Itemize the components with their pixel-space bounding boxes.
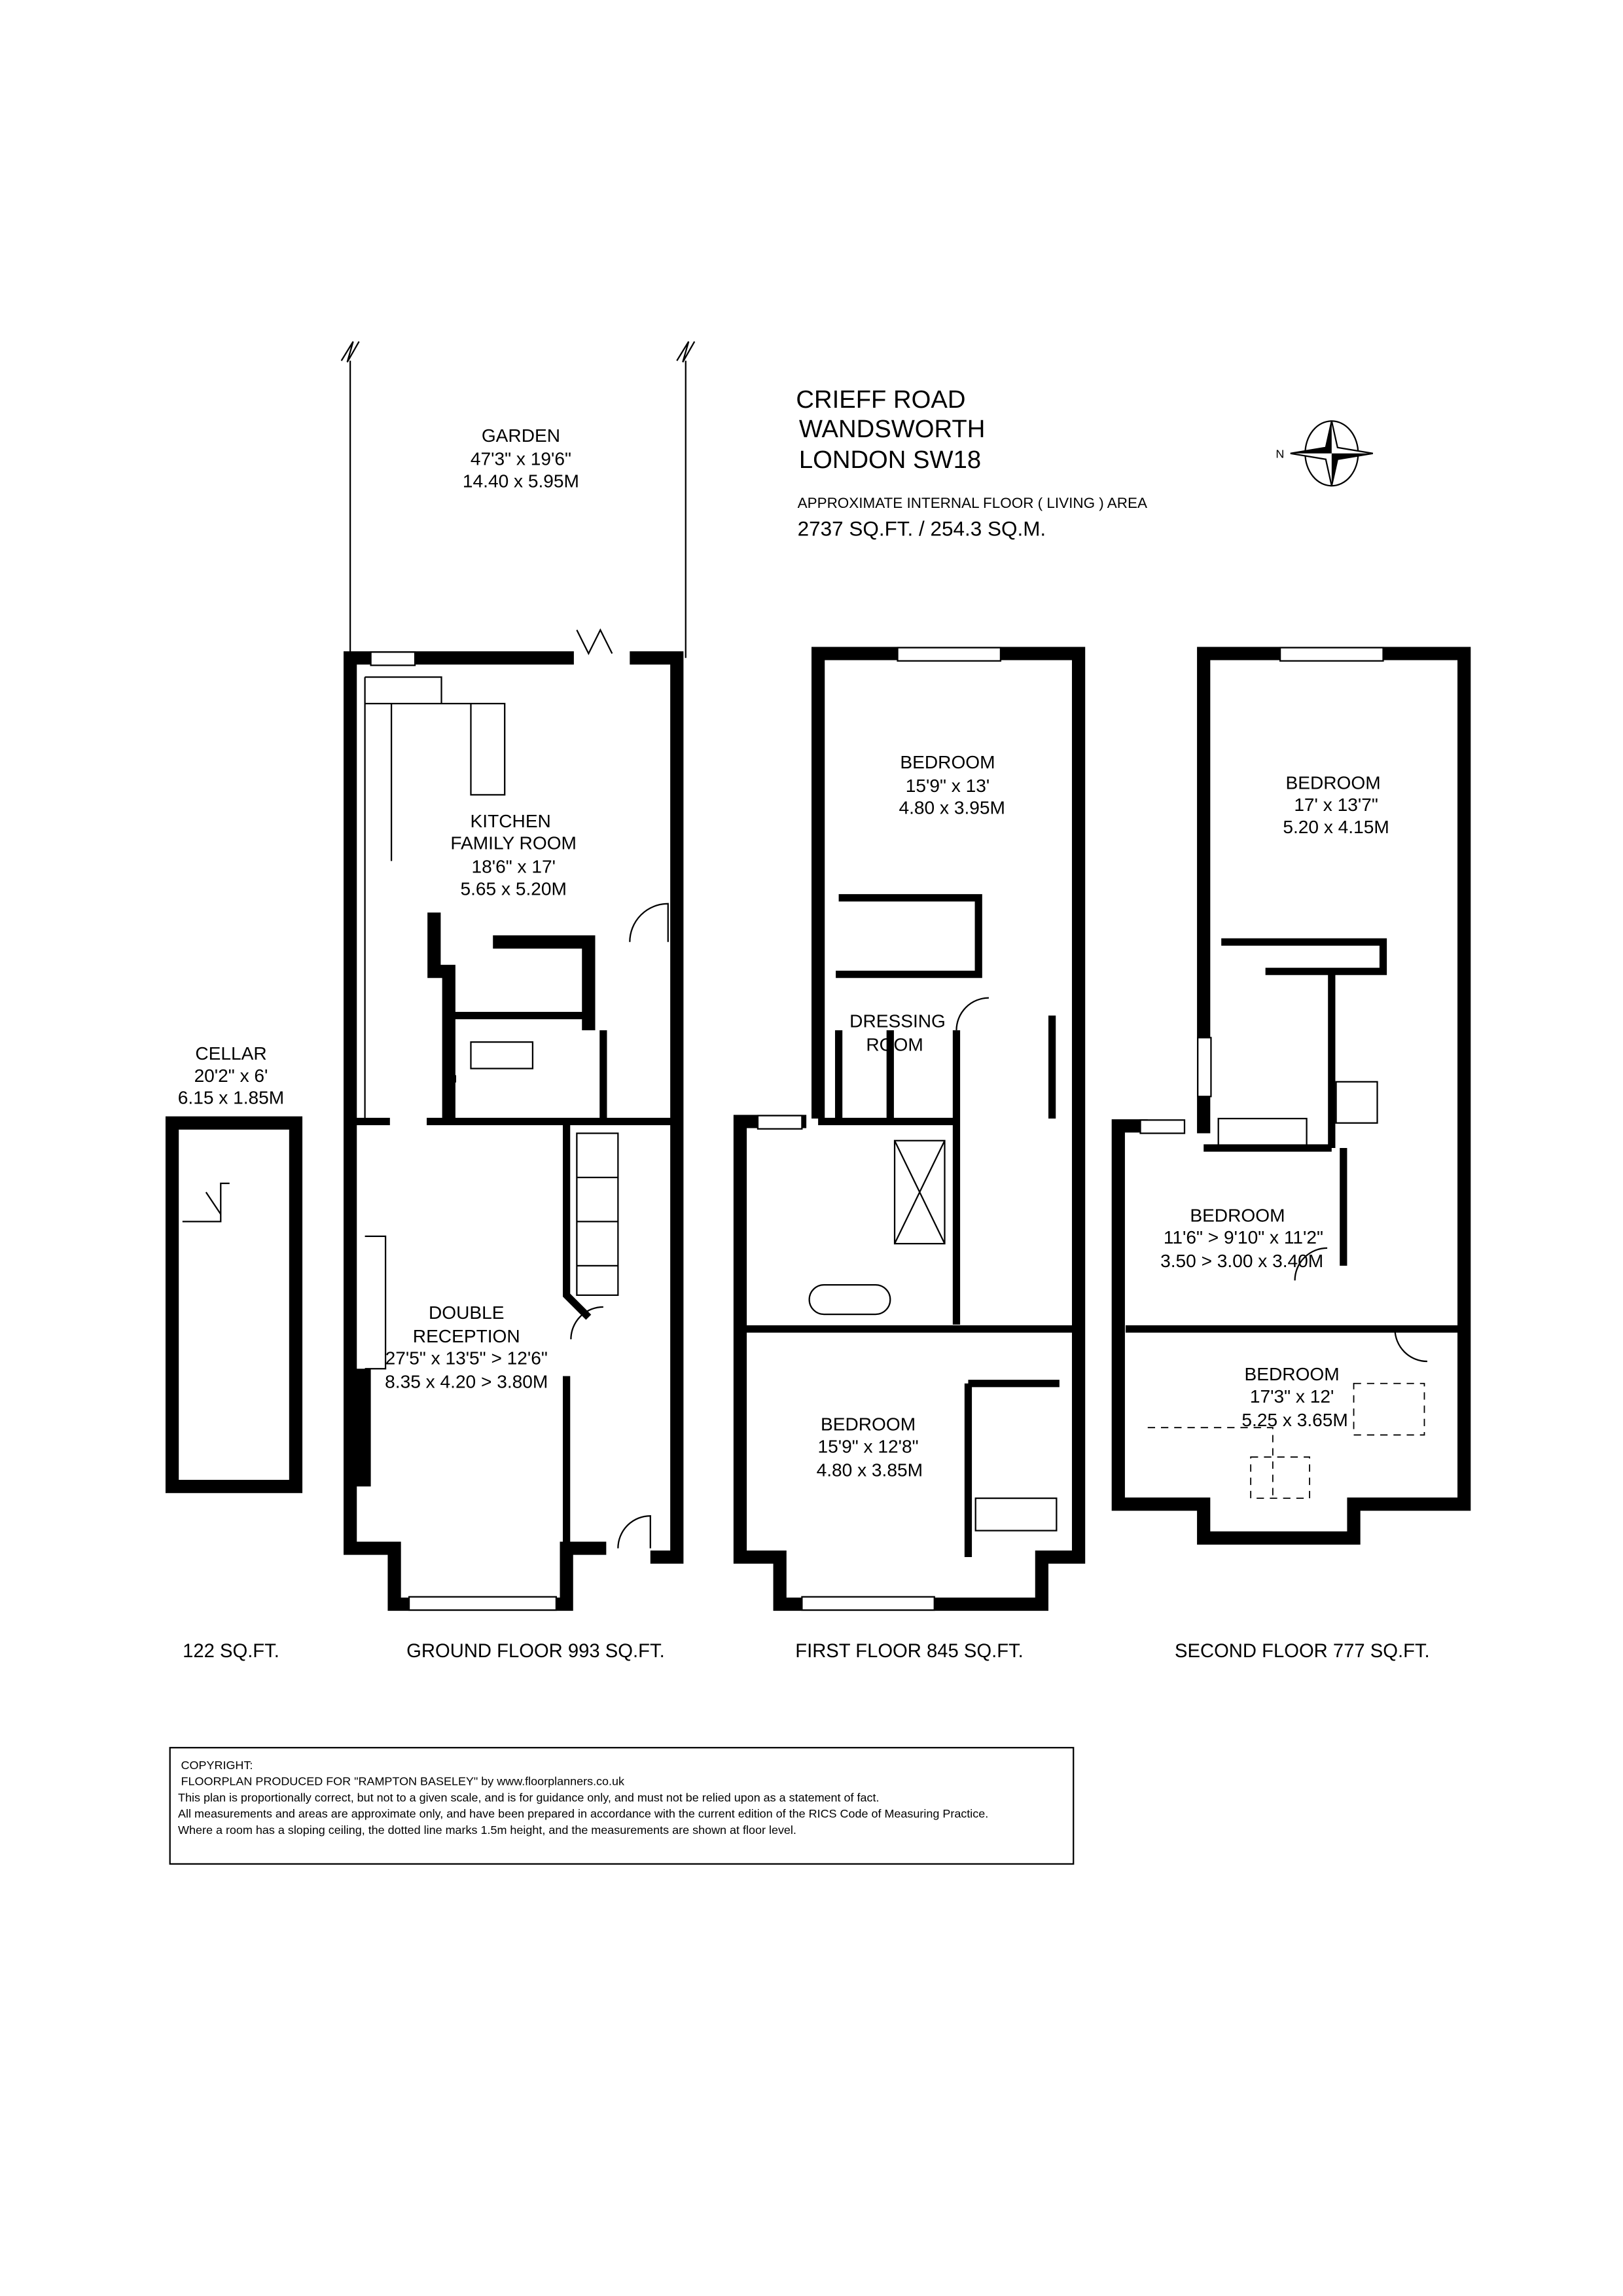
address-line: WANDSWORTH — [799, 415, 986, 443]
address-line: LONDON SW18 — [799, 446, 981, 474]
address-block: CRIEFF ROAD WANDSWORTH LONDON SW18 APPRO… — [796, 386, 1147, 541]
svg-text:20'2" x 6': 20'2" x 6' — [194, 1066, 268, 1086]
svg-text:CELLAR: CELLAR — [195, 1043, 266, 1064]
svg-text:BEDROOM: BEDROOM — [1190, 1205, 1285, 1225]
svg-text:17'3" x 12': 17'3" x 12' — [1250, 1386, 1334, 1407]
compass-rose-icon: N — [1275, 420, 1373, 487]
svg-text:15'9" x 12'8": 15'9" x 12'8" — [818, 1436, 919, 1456]
second-floor-plan — [1111, 647, 1471, 1545]
floor-label-second: SECOND FLOOR 777 SQ.FT. — [1175, 1641, 1430, 1662]
svg-text:GARDEN: GARDEN — [482, 425, 560, 446]
room-label-second-bedroom-rear: BEDROOM 17' x 13'7" 5.20 x 4.15M — [1283, 772, 1389, 836]
svg-text:5.65 x 5.20M: 5.65 x 5.20M — [460, 878, 566, 899]
room-label-dressing: DRESSING ROOM — [849, 1011, 946, 1055]
floor-label-cellar: 122 SQ.FT. — [183, 1641, 279, 1662]
copyright-heading: COPYRIGHT: — [181, 1759, 253, 1772]
room-label-reception: DOUBLE RECEPTION 27'5" x 13'5" > 12'6" 8… — [385, 1302, 548, 1392]
room-label-first-bedroom-front: BEDROOM 15'9" x 12'8" 4.80 x 3.85M — [817, 1414, 923, 1480]
ground-floor-plan — [344, 628, 684, 1611]
area-caption: APPROXIMATE INTERNAL FLOOR ( LIVING ) AR… — [798, 495, 1147, 511]
svg-text:DRESSING: DRESSING — [849, 1011, 946, 1031]
svg-text:11'6" > 9'10" x 11'2": 11'6" > 9'10" x 11'2" — [1164, 1227, 1323, 1247]
copyright-box: COPYRIGHT: FLOORPLAN PRODUCED FOR "RAMPT… — [169, 1747, 1075, 1865]
svg-text:8.35 x 4.20 > 3.80M: 8.35 x 4.20 > 3.80M — [385, 1371, 548, 1391]
svg-text:27'5" x 13'5" > 12'6": 27'5" x 13'5" > 12'6" — [385, 1348, 548, 1369]
garden-fences — [340, 341, 696, 658]
svg-text:47'3" x 19'6": 47'3" x 19'6" — [471, 449, 571, 469]
cellar-plan — [165, 1116, 303, 1494]
svg-text:BEDROOM: BEDROOM — [900, 752, 995, 772]
address-line: CRIEFF ROAD — [796, 386, 965, 414]
svg-text:KITCHEN: KITCHEN — [471, 811, 551, 831]
room-label-second-bedroom-front: BEDROOM 17'3" x 12' 5.25 x 3.65M — [1241, 1364, 1347, 1430]
copyright-line: FLOORPLAN PRODUCED FOR "RAMPTON BASELEY"… — [181, 1775, 625, 1788]
copyright-line: This plan is proportionally correct, but… — [178, 1791, 879, 1804]
copyright-line: All measurements and areas are approxima… — [178, 1807, 988, 1820]
svg-text:ROOM: ROOM — [866, 1035, 923, 1055]
svg-text:DOUBLE: DOUBLE — [429, 1302, 505, 1323]
svg-text:6.15 x 1.85M: 6.15 x 1.85M — [178, 1088, 284, 1108]
svg-text:RECEPTION: RECEPTION — [413, 1326, 520, 1346]
svg-text:4.80 x 3.85M: 4.80 x 3.85M — [817, 1460, 923, 1480]
copyright-line: Where a room has a sloping ceiling, the … — [178, 1823, 796, 1837]
svg-text:BEDROOM: BEDROOM — [1245, 1364, 1340, 1384]
room-label-kitchen: KITCHEN FAMILY ROOM 18'6" x 17' 5.65 x 5… — [450, 811, 577, 899]
svg-text:4.80 x 3.95M: 4.80 x 3.95M — [899, 798, 1005, 818]
svg-text:18'6" x 17': 18'6" x 17' — [471, 857, 555, 877]
svg-text:5.20 x 4.15M: 5.20 x 4.15M — [1283, 817, 1389, 837]
room-label-first-bedroom-rear: BEDROOM 15'9" x 13' 4.80 x 3.95M — [899, 752, 1005, 818]
svg-text:BEDROOM: BEDROOM — [821, 1414, 916, 1435]
floor-label-first: FIRST FLOOR 845 SQ.FT. — [795, 1641, 1024, 1662]
svg-text:3.50 > 3.00 x 3.40M: 3.50 > 3.00 x 3.40M — [1160, 1251, 1323, 1271]
room-label-garden: GARDEN 47'3" x 19'6" 14.40 x 5.95M — [463, 425, 579, 492]
svg-text:FAMILY ROOM: FAMILY ROOM — [450, 833, 577, 853]
svg-text:5.25 x 3.65M: 5.25 x 3.65M — [1241, 1410, 1347, 1430]
room-label-second-bedroom-mid: BEDROOM 11'6" > 9'10" x 11'2" 3.50 > 3.0… — [1160, 1205, 1323, 1271]
svg-text:15'9" x 13': 15'9" x 13' — [906, 776, 990, 796]
svg-text:17' x 13'7": 17' x 13'7" — [1294, 795, 1378, 815]
north-label: N — [1275, 447, 1284, 460]
svg-text:14.40 x 5.95M: 14.40 x 5.95M — [463, 471, 579, 491]
room-label-cellar: CELLAR 20'2" x 6' 6.15 x 1.85M — [178, 1043, 284, 1107]
floor-label-ground: GROUND FLOOR 993 SQ.FT. — [406, 1641, 665, 1662]
first-floor-plan — [733, 647, 1086, 1611]
svg-text:BEDROOM: BEDROOM — [1285, 772, 1380, 793]
area-total: 2737 SQ.FT. / 254.3 SQ.M. — [798, 518, 1046, 541]
